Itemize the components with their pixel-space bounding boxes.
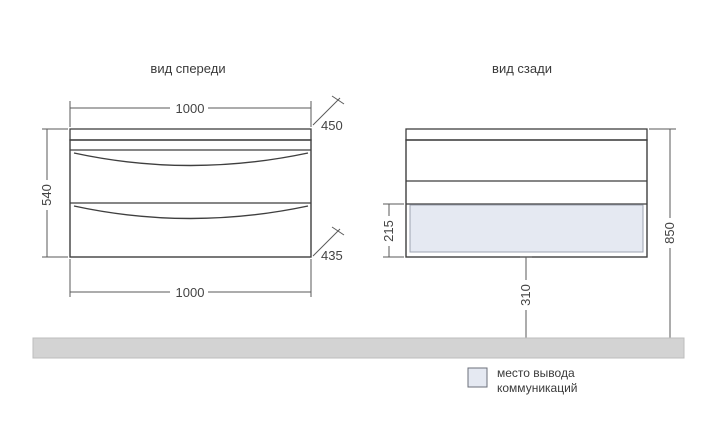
bottom-width-label-bg — [170, 285, 208, 299]
outlet-height-label: 215 — [381, 220, 396, 242]
outlet-height-label-bg — [382, 216, 396, 246]
front-body — [69, 139, 312, 258]
top-depth-label: 450 — [321, 118, 343, 133]
bottom-depth-label: 435 — [321, 248, 343, 263]
total-height-label: 850 — [662, 222, 677, 244]
front-view — [69, 128, 312, 258]
legend-line-2: коммуникаций — [497, 381, 578, 395]
lower-drawer-handle-curve — [73, 205, 309, 220]
upper-drawer-handle-curve — [73, 152, 309, 167]
front-bottom-width-label: 1000 — [176, 285, 205, 300]
front-view-title: вид спереди — [150, 61, 225, 76]
front-dimension-lines — [42, 95, 345, 297]
front-countertop — [69, 128, 312, 141]
communications-outlet-area — [409, 204, 644, 253]
back-view-title: вид сзади — [492, 61, 552, 76]
total-height-label-bg — [663, 218, 677, 248]
legend-line-1: место вывода — [497, 366, 575, 380]
floor-gap-label-bg — [519, 280, 533, 310]
floor-gap-label: 310 — [518, 284, 533, 306]
height-label-bg — [40, 180, 54, 210]
front-height-label: 540 — [39, 184, 54, 206]
back-countertop — [405, 128, 648, 141]
top-width-label-bg — [170, 101, 208, 115]
back-view — [405, 128, 648, 258]
floor — [32, 337, 685, 359]
legend-swatch — [467, 367, 488, 388]
front-top-width-label: 1000 — [176, 101, 205, 116]
